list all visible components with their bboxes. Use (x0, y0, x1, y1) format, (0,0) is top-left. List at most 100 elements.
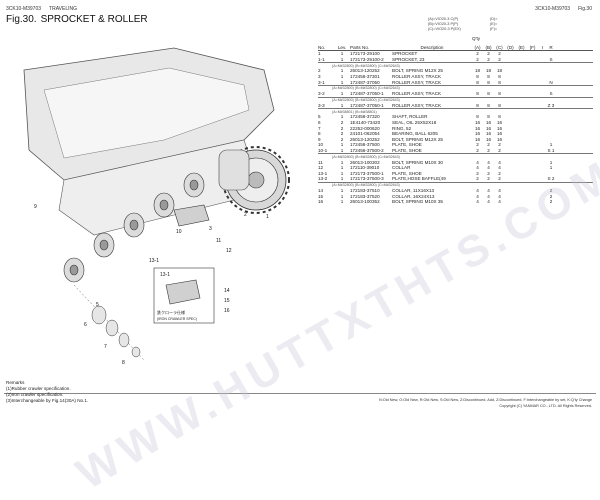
model-number: 3CK10-M39703 (6, 6, 42, 12)
cell-b: 4 (487, 159, 490, 165)
cell-desc: BOLT, SPRING M10X 35 (392, 199, 443, 205)
cell-no: 3-1 (318, 79, 325, 85)
serial-note: (A=M#32800) (B=M#32800) (C=M#32643) (332, 63, 400, 68)
cell-desc: SPROCKET, 23 (392, 56, 425, 62)
cell-no: 7 (318, 125, 321, 131)
cell-pn: 172173-29100-2 (350, 56, 384, 62)
fig-number: Fig.30. (6, 14, 37, 25)
cell-lev: 1 (340, 142, 344, 148)
cell-b: 2 (487, 170, 490, 176)
cell-r: S (549, 91, 553, 97)
cell-a: 2 (476, 148, 479, 154)
callout-5: 5 (96, 302, 99, 308)
cell-r: 2 (549, 199, 553, 205)
cell-c: 16 (496, 131, 503, 137)
callout-10: 10 (176, 229, 182, 235)
cell-pn: 172456-37500 (350, 142, 380, 148)
plate-13-1-label: 13-1 (160, 272, 170, 278)
cell-desc: ROLLER ASSY, TRACK (392, 91, 442, 97)
cell-lev: 1 (340, 170, 344, 176)
callout-16: 16 (224, 308, 230, 314)
cell-no: 13-2 (318, 176, 328, 182)
cell-r: N (549, 79, 553, 85)
callout-7: 7 (104, 344, 107, 350)
cell-a: 2 (476, 176, 479, 182)
exploded-roller-parts (73, 284, 145, 361)
header-a: (A) (474, 45, 481, 50)
cell-desc: SPROCKET (392, 51, 418, 57)
cell-pn: 172456-37320 (350, 114, 380, 120)
table-row-serial-note: (A=M#32800) (B=M#32800) (C=M#32643) (318, 98, 593, 103)
cell-lev: 1 (340, 187, 344, 193)
cell-lev: 1 (340, 74, 344, 80)
cell-c: 16 (496, 125, 503, 131)
cell-no: 15 (318, 193, 324, 199)
cell-c: 2 (498, 176, 501, 182)
cell-pn: 172173-37500-3 (350, 176, 384, 182)
cell-c: 16 (496, 136, 503, 142)
cell-a: 8 (476, 74, 479, 80)
cell-desc: ROLLER ASSY, TRACK (392, 79, 442, 85)
serial-note: (A=M#32800) (B=M#32800) (C=M#32643) (332, 183, 400, 188)
copyright: Copyright (C) YANMAR CO., LTD. All Right… (499, 404, 592, 408)
header-f: (F) (529, 45, 536, 50)
cell-no: 3-2 (318, 91, 325, 97)
cell-b: 16 (485, 125, 492, 131)
cell-c: 4 (498, 165, 501, 171)
cell-a: 2 (476, 56, 479, 62)
cell-c: 8 (498, 114, 501, 120)
cell-b: 16 (485, 120, 492, 126)
cell-desc: COLLAR (392, 165, 411, 171)
cell-desc: SEAL, OIL 25X52X18 (392, 120, 437, 126)
cell-pn: 22252-000620 (350, 125, 380, 131)
variant-legend: (A)=VIO20-3 C(P) (B)=VIO20-3 P(P) (C)=VI… (428, 17, 461, 32)
cell-pn: 172487-37050-1 (350, 91, 384, 97)
cell-c: 8 (498, 102, 501, 108)
cell-c: 4 (498, 193, 501, 199)
cell-b: 4 (487, 193, 490, 199)
header-r: R (549, 45, 553, 50)
header-i: I (541, 45, 544, 50)
cell-pn: 26013-120252 (350, 136, 380, 142)
remarks-title: Remarks (6, 380, 25, 385)
header-d: (D) (507, 45, 514, 50)
cell-c: 2 (498, 142, 501, 148)
table-row-serial-note: (A=M#38801) (B=M#38801) (318, 109, 593, 114)
header-lev: Lev. (337, 45, 347, 50)
cell-a: 16 (474, 136, 481, 142)
cell-no: 3 (318, 74, 321, 80)
table-row-serial-note: (A=M#32800) (B=M#32800) (C=M#32643) (318, 63, 593, 68)
cell-pn: 172183-37510 (350, 187, 380, 193)
cell-b: 2 (487, 176, 490, 182)
callout-9: 9 (34, 204, 37, 210)
variant-legend-right: (D)= (E)= (F)= (490, 17, 498, 32)
callout-12: 12 (226, 248, 232, 254)
cell-r: 2 (549, 187, 553, 193)
fig-title: SPROCKET & ROLLER (40, 14, 148, 25)
header-b: (B) (485, 45, 492, 50)
cell-a: 8 (476, 79, 479, 85)
cell-c: 4 (498, 187, 501, 193)
cell-a: 18 (474, 68, 481, 74)
cell-b: 16 (485, 131, 492, 137)
plate-13-1-shape (165, 279, 201, 305)
cell-b: 4 (487, 199, 490, 205)
cell-desc: PLATE,HOSE BAFFLE(49 (392, 176, 446, 182)
section-name: TRAVELING (49, 6, 77, 12)
cell-lev: 1 (340, 79, 344, 85)
cell-no: 14 (318, 187, 324, 193)
cell-b: 8 (487, 114, 490, 120)
cell-desc: BOLT, SPRING M12X 25 (392, 68, 443, 74)
remark-3: (3)Interchangeable by Fig.14(30A) No.1. (6, 398, 89, 403)
